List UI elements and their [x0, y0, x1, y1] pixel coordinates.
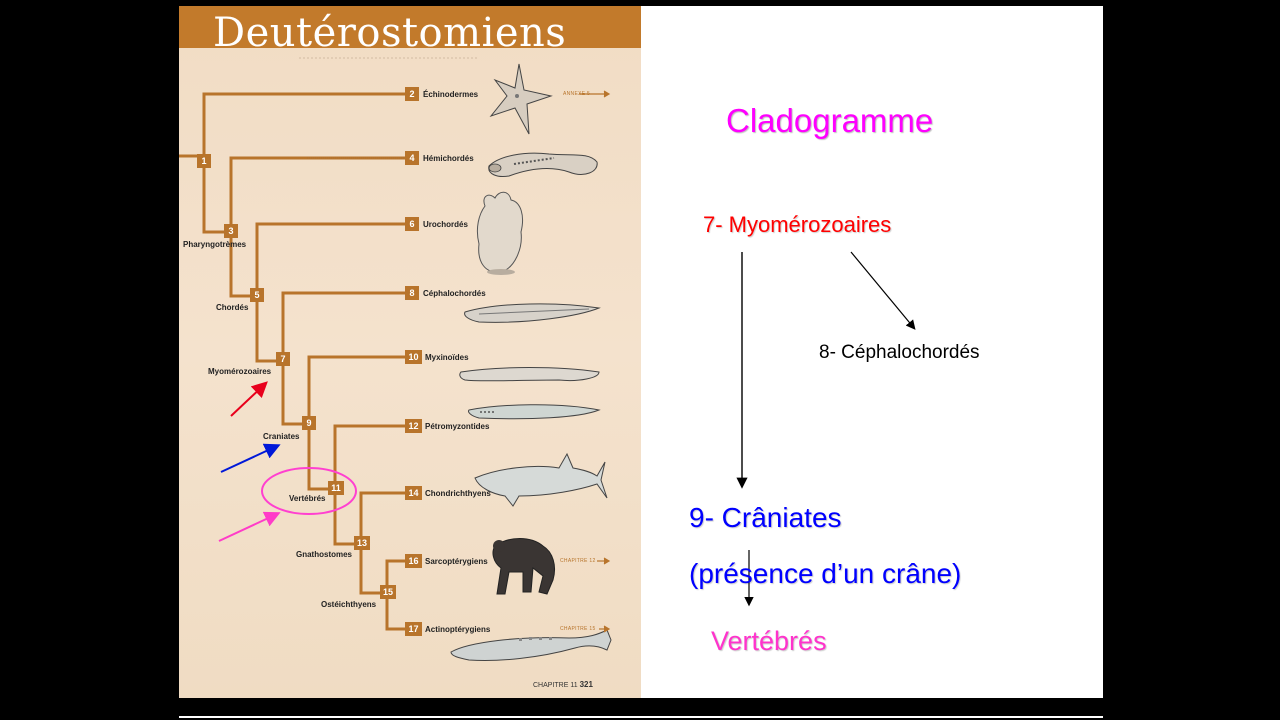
textbook-page-image: Deutérostomiens: [179, 6, 641, 698]
book-title: Deutérostomiens: [213, 10, 567, 56]
taxon-number-6: 6: [405, 217, 419, 231]
taxon-label-echinodermes: Échinodermes: [423, 90, 479, 99]
node-number-7: 7: [276, 352, 290, 366]
taxon-label-actinopterygiens: Actinoptérygiens: [425, 625, 491, 634]
taxon-label-hemichordes: Hémichordés: [423, 154, 474, 163]
node-number-5: 5: [250, 288, 264, 302]
clade-label-craniates: Craniates: [263, 432, 300, 441]
clade-label-myomerozoaires: Myomérozoaires: [208, 367, 272, 376]
myomerozoaires-text: 7- Myomérozoaires: [703, 212, 892, 237]
taxon-number-17: 17: [405, 622, 422, 636]
vertebres-text: Vertébrés: [711, 626, 827, 656]
chimpanzee-illustration: [492, 538, 556, 595]
lamprey-illustration: [468, 404, 601, 420]
arrow-myomerozoaires-to-cephalochordes: [850, 251, 916, 330]
taxon-label-sarcopterygiens: Sarcoptérygiens: [425, 557, 488, 566]
taxon-number-12: 12: [405, 419, 422, 433]
starfish-illustration: [489, 63, 553, 135]
craniates-text: 9- Crâniates: [689, 502, 842, 533]
footer-chapter: CHAPITRE 11: [533, 682, 578, 689]
taxon-label-urochordes: Urochordés: [423, 220, 468, 229]
sturgeon-illustration: [450, 629, 612, 661]
taxon-number-16: 16: [405, 554, 422, 568]
slide-title: Cladogramme: [726, 102, 934, 139]
clade-label-chordes: Chordés: [216, 303, 249, 312]
taxon-number-4: 4: [405, 151, 419, 165]
bottom-divider: [179, 716, 1103, 718]
taxon-label-cephalochordes: Céphalochordés: [423, 289, 486, 298]
clade-label-osteichthyens: Ostéichthyens: [321, 600, 377, 609]
shark-illustration: [474, 452, 608, 507]
taxon-number-2: 2: [405, 87, 419, 101]
node-number-11: 11: [328, 481, 344, 495]
node-number-9: 9: [302, 416, 316, 430]
presence-crane-text: (présence d’un crâne): [689, 558, 962, 589]
node-number-1: 1: [197, 154, 211, 168]
node-number-15: 15: [380, 585, 396, 599]
sea-squirt-illustration: [476, 191, 524, 275]
cephalochordes-text: 8- Céphalochordés: [819, 342, 980, 363]
acorn-worm-illustration: [488, 152, 598, 177]
slide: Deutérostomiens: [179, 6, 1103, 698]
page-footer: CHAPITRE 11 321: [533, 680, 593, 689]
clade-label-gnathostomes: Gnathostomes: [296, 550, 353, 559]
chapter-15-reference: CHAPITRE 15: [560, 626, 596, 632]
lancelet-illustration: [464, 303, 601, 323]
clade-label-pharyngotremes: Pharyngotrèmes: [183, 240, 247, 249]
footer-page-number: 321: [579, 680, 593, 689]
node-number-3: 3: [224, 224, 238, 238]
taxon-label-myxinoides: Myxinoïdes: [425, 353, 469, 362]
chapter-12-reference: CHAPITRE 12: [560, 558, 596, 564]
clade-label-vertebres: Vertébrés: [289, 494, 326, 503]
taxon-number-10: 10: [405, 350, 422, 364]
taxon-number-8: 8: [405, 286, 419, 300]
hagfish-illustration: [459, 367, 600, 382]
node-number-13: 13: [354, 536, 370, 550]
taxon-label-petromyzontides: Pétromyzontides: [425, 422, 490, 431]
annexe-reference: ANNEXE 5: [563, 91, 591, 97]
taxon-label-chondrichthyens: Chondrichthyens: [425, 489, 491, 498]
book-header-band: [179, 6, 641, 48]
taxon-number-14: 14: [405, 486, 422, 500]
